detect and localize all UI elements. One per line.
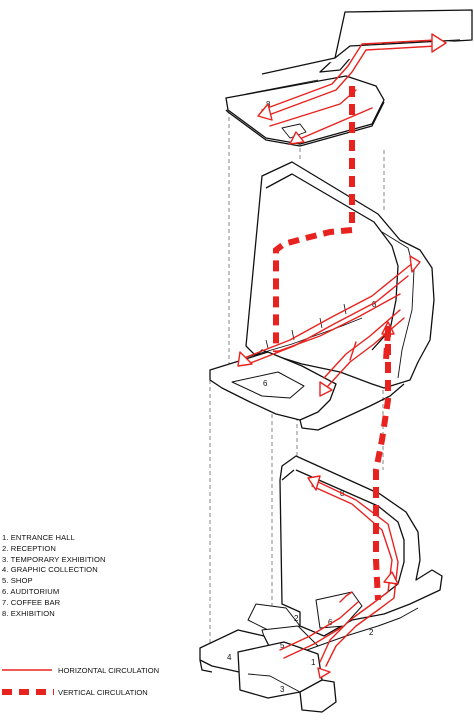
room-legend: 1. ENTRANCE HALL 2. RECEPTION 3. TEMPORA… [2,533,106,619]
room-number-bot-1: 1 [311,658,316,667]
legend-item: 3. TEMPORARY EXHIBITION [2,554,106,564]
legend-item: 7. COFFEE BAR [2,597,61,607]
room-number-mid-6: 6 [263,379,268,388]
vertical-circulation-label: VERTICAL CIRCULATION [58,688,148,697]
legend-item: 8. EXHIBITION [2,608,55,618]
room-number-mid-8: 8 [372,300,377,309]
legend-item: 5. SHOP [2,576,33,586]
room-number-bot-2b: 2 [369,628,374,637]
legend-item: 2. RECEPTION [2,543,56,553]
legend-keys [2,669,54,695]
room-number-bot-3: 3 [280,685,285,694]
horizontal-circulation-label: HORIZONTAL CIRCULATION [58,666,160,675]
room-number-bot-6: 6 [328,618,333,627]
legend-item: 1. ENTRANCE HALL [2,533,75,542]
room-number-bot-5: 5 [280,641,285,650]
horizontal-circulation-arrowheads [237,33,447,679]
legend-item: 6. AUDITORIUM [2,586,60,596]
bottom-floor-plan [199,455,443,713]
room-number-bot-4: 4 [227,653,232,662]
room-number-bot-2a: 2 [294,614,299,623]
vertical-circulation-paths [273,86,391,601]
legend-item: 4. GRAPHIC COLLECTION [2,565,98,575]
